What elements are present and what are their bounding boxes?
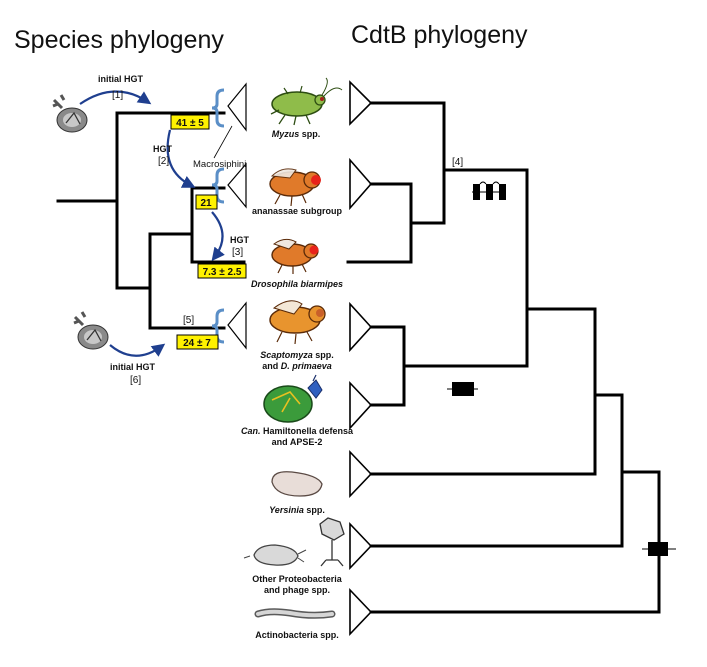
hgt2-label: HGT [153,144,173,154]
age-badges: 41 ± 5 21 7.3 ± 2.5 24 ± 7 [170,114,247,350]
taxon-myzus: Myzus spp. [272,129,321,139]
hgt2-ref: [2] [158,156,169,167]
cdtb-triangle-ananassae [349,157,373,211]
hgt6-ref: [6] [130,375,141,386]
arrow-hgt6 [109,343,166,357]
hgt-arrows [79,90,225,357]
fly-icon-ananassae [269,168,321,207]
bacterium-icon-actinobacteria [254,608,336,619]
badge-myzus: 41 ± 5 [176,118,204,129]
ref5-label: [5] [183,315,194,326]
phage-icon-bottom [73,311,109,350]
triangle-myzus [227,82,247,132]
cdtb-triangle-hamiltonella [349,381,373,431]
taxon-scaptomyza: Scaptomyza spp. [260,350,334,360]
cdtb-phylogeny-title: CdtB phylogeny [351,21,528,49]
badge-biarmipes: 7.3 ± 2.5 [203,267,242,278]
phage-icon-top [52,94,88,133]
bracket-myzus [211,88,225,128]
arrow-hgt2 [166,129,196,188]
badge-biarmipes-box [197,263,247,279]
taxon-biarmipes: Drosophila biarmipes [251,279,343,289]
cdtb-triangle-yersinia [349,450,373,498]
cdtb-triangle-proteobacteria [349,522,373,570]
taxon-proteobacteria-line2: and phage spp. [264,585,330,595]
aphid-icon [270,77,343,126]
taxon-scaptomyza-line2: and D. primaeva [262,361,332,371]
fly-icon-biarmipes [271,238,319,274]
hgt3-label: HGT [230,235,250,245]
taxon-hamiltonella: Can. Hamiltonella defensa [241,426,354,436]
cdtb-tree [346,101,661,614]
macrosiphini-label: Macrosiphini [193,159,246,170]
badge-ananassae-box [195,194,218,210]
bacterium-icon-hamiltonella [263,374,323,423]
fly-icon-scaptomyza [269,300,326,345]
cdtb-triangle-actinobacteria [349,588,373,636]
hgt6-label: initial HGT [110,362,156,372]
triangle-ananassae [227,162,247,209]
insertion-brackets [211,88,225,344]
hgt1-label: initial HGT [98,74,144,84]
taxon-yersinia: Yersinia spp. [269,505,325,515]
species-tree [56,111,246,330]
bacterium-icon-yersinia [271,471,323,497]
cdtb-triangle-myzus [349,80,373,126]
badge-myzus-box [170,114,210,130]
gene-structure-marker-root [642,542,676,556]
taxon-actinobacteria: Actinobacteria spp. [255,630,339,640]
badge-ananassae: 21 [200,198,212,209]
hgt3-ref: [3] [232,247,243,258]
badge-scaptomyza: 24 ± 7 [183,338,211,349]
hgt1-ref: [1] [112,90,123,101]
badge-scaptomyza-box [176,334,219,350]
gene-structure-marker-insects [472,181,506,200]
arrow-hgt1 [79,90,152,105]
species-triangles [227,82,247,350]
proteobacteria-phage-icon [243,517,345,567]
gene-structure-marker-bacterial [447,382,478,396]
macrosiphini-leader [213,125,233,159]
arrow-hgt3 [211,211,225,262]
ref4-label: [4] [452,157,463,168]
species-phylogeny-title: Species phylogeny [14,26,224,54]
taxon-proteobacteria: Other Proteobacteria [252,574,343,584]
taxon-ananassae: ananassae subgroup [252,206,343,216]
taxon-hamiltonella-line2: and APSE-2 [272,437,323,447]
triangle-scaptomyza [227,301,247,350]
cdtb-triangles [349,80,373,636]
cdtb-triangle-scaptomyza [349,301,373,353]
